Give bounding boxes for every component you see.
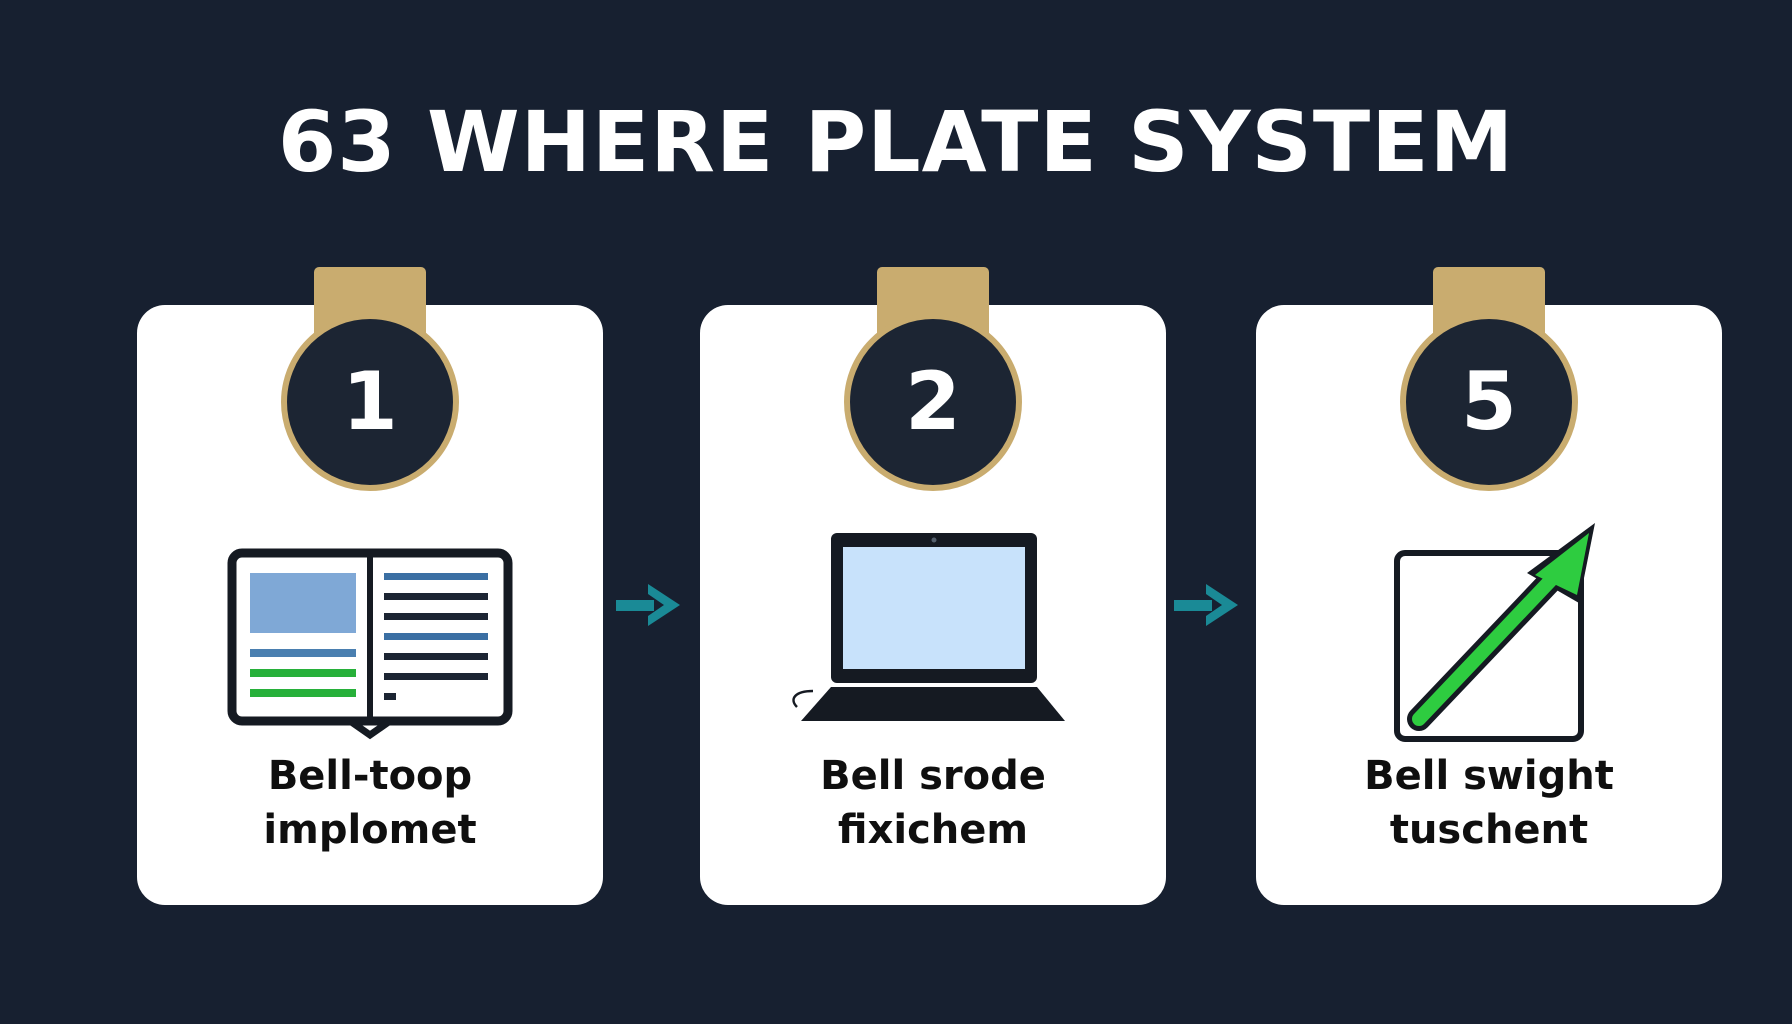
step-label-line-2: tuschent xyxy=(1389,807,1589,853)
laptop-icon xyxy=(792,533,1065,721)
open-book-icon xyxy=(227,548,513,740)
step-card-2: 2 Bell srode fixichem xyxy=(700,267,1166,905)
growth-arrow-icon xyxy=(1394,523,1595,742)
step-label: Bell-toop implomet xyxy=(137,749,603,857)
step-number-badge: 1 xyxy=(281,313,459,491)
connector-arrow-icon xyxy=(1174,584,1238,626)
step-card-1: 1 Bell-toop implomet xyxy=(137,267,603,905)
step-label-line-1: Bell-toop xyxy=(267,753,473,799)
step-label-line-1: Bell swight xyxy=(1364,753,1614,799)
step-label-line-2: implomet xyxy=(263,807,477,853)
step-card-3: 5 Bell swight tuschent xyxy=(1256,267,1722,905)
step-number-badge: 2 xyxy=(844,313,1022,491)
page-title: 63 WHERE PLATE SYSTEM xyxy=(277,93,1515,191)
step-label-line-1: Bell srode xyxy=(820,753,1046,799)
step-label-line-2: fixichem xyxy=(837,807,1029,853)
step-label: Bell swight tuschent xyxy=(1256,749,1722,857)
step-label: Bell srode fixichem xyxy=(700,749,1166,857)
step-number-badge: 5 xyxy=(1400,313,1578,491)
connector-arrow-icon xyxy=(616,584,680,626)
